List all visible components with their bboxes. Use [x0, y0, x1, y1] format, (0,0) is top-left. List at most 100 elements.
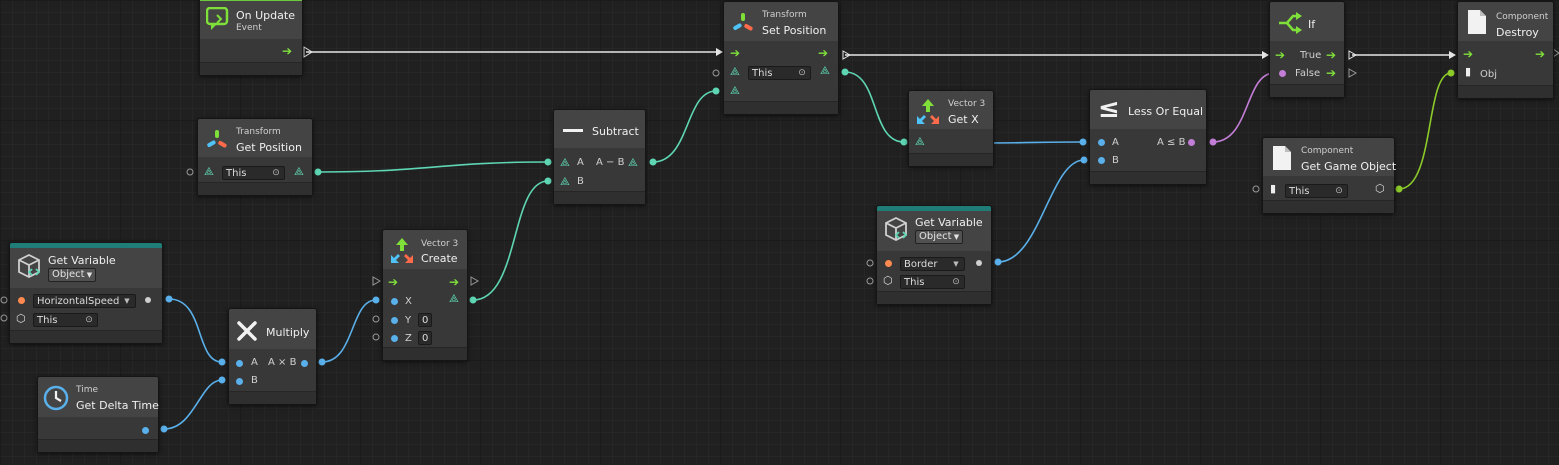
vector3-axes-icon — [391, 238, 413, 263]
flow-out-arrow-icon[interactable]: ➔ — [282, 44, 293, 58]
node-get-x[interactable]: Vector 3 Get X ⟁ — [908, 90, 994, 167]
y-label: Y — [405, 315, 412, 326]
wire-getx-lessequal — [979, 141, 1084, 144]
node-get-variable-border[interactable]: Get Variable Object ▼ Border ▼ ⬡ This ⊙ — [876, 205, 992, 305]
output-port[interactable] — [142, 427, 149, 434]
node-multiply[interactable]: Multiply A A × B B — [228, 308, 317, 405]
flow-in-arrow-icon[interactable]: ➔ — [1275, 48, 1286, 62]
name-port[interactable] — [18, 297, 25, 304]
wire-lessequal-if — [1212, 72, 1275, 143]
z-port[interactable] — [391, 335, 398, 342]
wire-multiply-create — [321, 299, 377, 363]
node-title: Get Variable — [915, 216, 983, 229]
dropdown-arrow-icon[interactable]: ▼ — [124, 297, 130, 305]
y-value-field[interactable]: 0 — [418, 313, 432, 327]
node-get-game-object[interactable]: Component Get Game Object ▮ This ⊙ ⬡ — [1262, 137, 1396, 214]
node-category: Time — [76, 385, 99, 395]
dropdown-arrow-icon[interactable]: ▼ — [953, 260, 959, 268]
input-a-port[interactable] — [236, 360, 243, 367]
target-field[interactable]: This ⊙ — [900, 275, 965, 289]
object-port-icon: ▮ — [1270, 182, 1277, 195]
node-on-update[interactable]: On Update Event ➔ — [199, 0, 303, 76]
name-port[interactable] — [885, 260, 892, 267]
target-field[interactable]: This ⊙ — [33, 313, 98, 327]
node-category: Transform — [762, 10, 807, 20]
port-gameobject-target-in — [1252, 185, 1260, 193]
node-destroy[interactable]: Component Destroy ➔ ➔ ▮ Obj — [1457, 1, 1554, 99]
variable-kind-dropdown[interactable]: Object ▼ — [48, 268, 96, 282]
less-or-equal-icon: ≤ — [1098, 94, 1120, 124]
flow-in-arrow-icon[interactable]: ➔ — [730, 46, 741, 60]
variable-name-field[interactable]: HorizontalSpeed ▼ — [33, 294, 136, 308]
flow-out-arrow-icon[interactable]: ➔ — [1535, 47, 1546, 61]
true-out-arrow-icon[interactable]: ➔ — [1326, 48, 1337, 62]
input-b-port[interactable] — [1098, 157, 1105, 164]
output-port[interactable] — [1188, 139, 1195, 146]
x-label: X — [405, 296, 412, 307]
vector-in-icon: ⟁ — [915, 135, 925, 148]
z-label: Z — [405, 333, 412, 344]
target-field[interactable]: This ⊙ — [748, 66, 811, 80]
value-out-port[interactable] — [145, 297, 151, 303]
port-getx-in — [900, 138, 908, 146]
port-multiply-a-in — [218, 358, 226, 366]
node-title: Subtract — [592, 125, 639, 138]
value-out-port[interactable] — [976, 260, 982, 266]
port-lessequal-b-in — [1080, 156, 1088, 164]
port-lessequal-a-in — [1079, 138, 1087, 146]
gameobject-port-icon: ⬡ — [883, 274, 893, 287]
flow-in-arrow-icon[interactable]: ➔ — [388, 275, 399, 289]
variable-name-field[interactable]: Border ▼ — [900, 257, 965, 271]
port-setpos-value-out — [841, 68, 849, 76]
port-deltatime-out — [160, 425, 168, 433]
target-picker-icon[interactable]: ⊙ — [1335, 186, 1343, 196]
transform-axes-icon — [207, 130, 227, 148]
wire-setpos-getx — [844, 71, 905, 143]
loop-arrow-icon — [206, 7, 229, 30]
input-b-label: B — [577, 176, 584, 187]
port-destroy-obj-in — [1447, 69, 1455, 77]
node-title: Less Or Equal — [1128, 105, 1204, 118]
target-picker-icon[interactable]: ⊙ — [798, 68, 806, 78]
flow-out-arrow-icon[interactable]: ➔ — [449, 275, 460, 289]
node-less-or-equal[interactable]: ≤ Less Or Equal A A ≤ B B — [1089, 89, 1207, 185]
clock-icon — [43, 385, 69, 411]
node-set-position[interactable]: Transform Set Position ➔ ➔ ⟁ This ⊙ ⟁ ⟁ — [723, 1, 839, 115]
node-get-delta-time[interactable]: Time Get Delta Time — [37, 376, 159, 453]
port-multiply-out — [318, 358, 326, 366]
condition-port[interactable] — [1279, 70, 1286, 77]
variable-kind-dropdown[interactable]: Object ▼ — [915, 230, 963, 244]
wire-border-lessequal — [997, 159, 1085, 263]
input-b-port[interactable] — [236, 378, 243, 385]
node-vector3-create[interactable]: Vector 3 Create ➔ ➔ ⟁ X Y 0 Z 0 — [382, 229, 468, 361]
transform-port-icon: ⟁ — [204, 165, 214, 178]
target-field[interactable]: This ⊙ — [222, 166, 285, 180]
port-create-flow-in — [372, 276, 382, 286]
z-value-field[interactable]: 0 — [418, 331, 432, 345]
flow-out-arrow-icon[interactable]: ➔ — [818, 46, 829, 60]
node-title: If — [1308, 18, 1316, 31]
flow-arrow-5 — [1348, 50, 1358, 60]
flow-in-arrow-icon[interactable]: ➔ — [1463, 47, 1474, 61]
node-get-variable-speed[interactable]: Get Variable Object ▼ HorizontalSpeed ▼ … — [9, 242, 163, 344]
node-category: Transform — [236, 127, 281, 137]
output-port[interactable] — [301, 360, 308, 367]
x-port[interactable] — [391, 298, 398, 305]
node-subtract[interactable]: Subtract ⟁ A A − B ⟁ ⟁ B — [553, 109, 646, 205]
port-create-out — [469, 296, 477, 304]
node-get-position[interactable]: Transform Get Position ⟁ This ⊙ ⟁ — [197, 118, 313, 196]
false-out-arrow-icon[interactable]: ➔ — [1326, 66, 1337, 80]
y-port[interactable] — [391, 317, 398, 324]
target-picker-icon[interactable]: ⊙ — [85, 315, 93, 325]
target-picker-icon[interactable]: ⊙ — [272, 168, 280, 178]
port-border-name-in — [866, 259, 874, 267]
input-a-port[interactable] — [1098, 139, 1105, 146]
port-create-y-in — [372, 315, 380, 323]
target-picker-icon[interactable]: ⊙ — [952, 277, 960, 287]
port-getpos-target-in — [186, 168, 194, 176]
target-field[interactable]: This ⊙ — [1285, 184, 1348, 198]
port-create-x-in — [372, 296, 380, 304]
variable-name-value: HorizontalSpeed — [37, 296, 120, 307]
node-if[interactable]: If ➔ True ➔ False ➔ — [1269, 1, 1345, 98]
port-border-out — [994, 258, 1002, 266]
